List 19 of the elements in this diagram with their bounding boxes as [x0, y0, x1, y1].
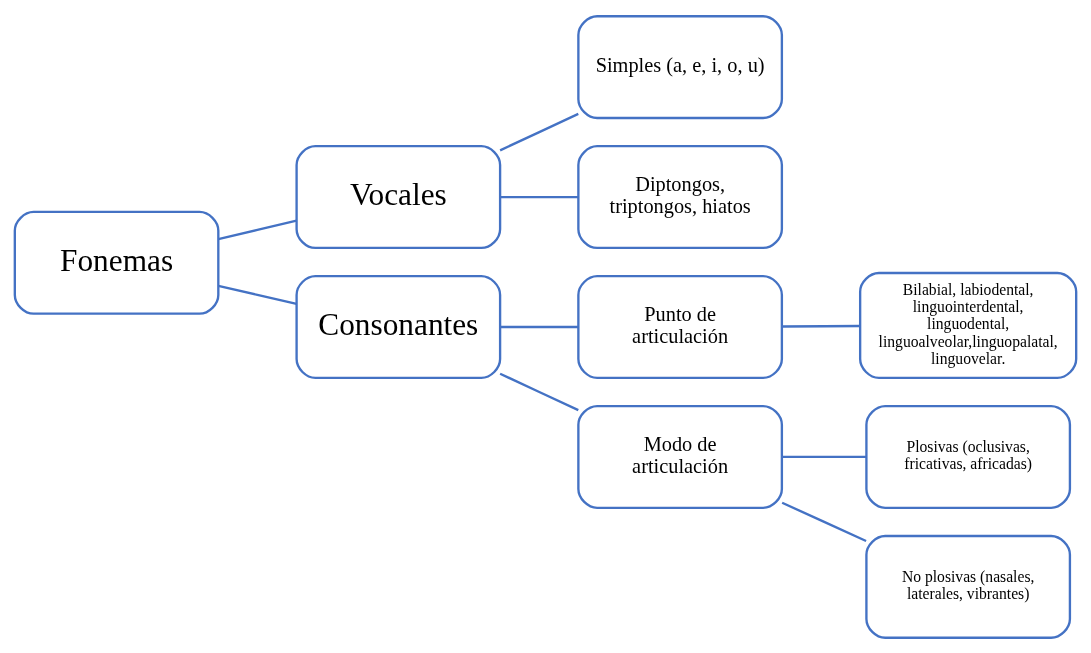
connector	[500, 195, 579, 198]
node-box: Fonemas	[13, 210, 220, 315]
node-box: Vocales	[295, 144, 502, 249]
connector	[500, 325, 579, 328]
connector	[499, 112, 579, 151]
connector	[218, 284, 297, 305]
node-box: No plosivas (nasales, laterales, vibrantes)	[865, 534, 1072, 639]
connector	[781, 501, 867, 542]
connector	[782, 324, 860, 328]
connector	[499, 372, 579, 411]
node-box: Diptongos, triptongos, hiatos	[577, 144, 784, 249]
node-box: Simples (a, e, i, o, u)	[577, 14, 784, 119]
connector	[218, 219, 297, 240]
node-box: Consonantes	[295, 274, 502, 379]
node-box: Punto de articulación	[577, 274, 784, 379]
node-box: Bilabial, labiodental, linguointerdental, linguodental, linguoalveolar,linguopalatal, linguovelar.	[858, 271, 1078, 379]
node-box: Modo de articulación	[577, 404, 784, 509]
connector	[782, 455, 867, 458]
node-box: Plosivas (oclusivas, fricativas, africadas)	[865, 404, 1072, 509]
